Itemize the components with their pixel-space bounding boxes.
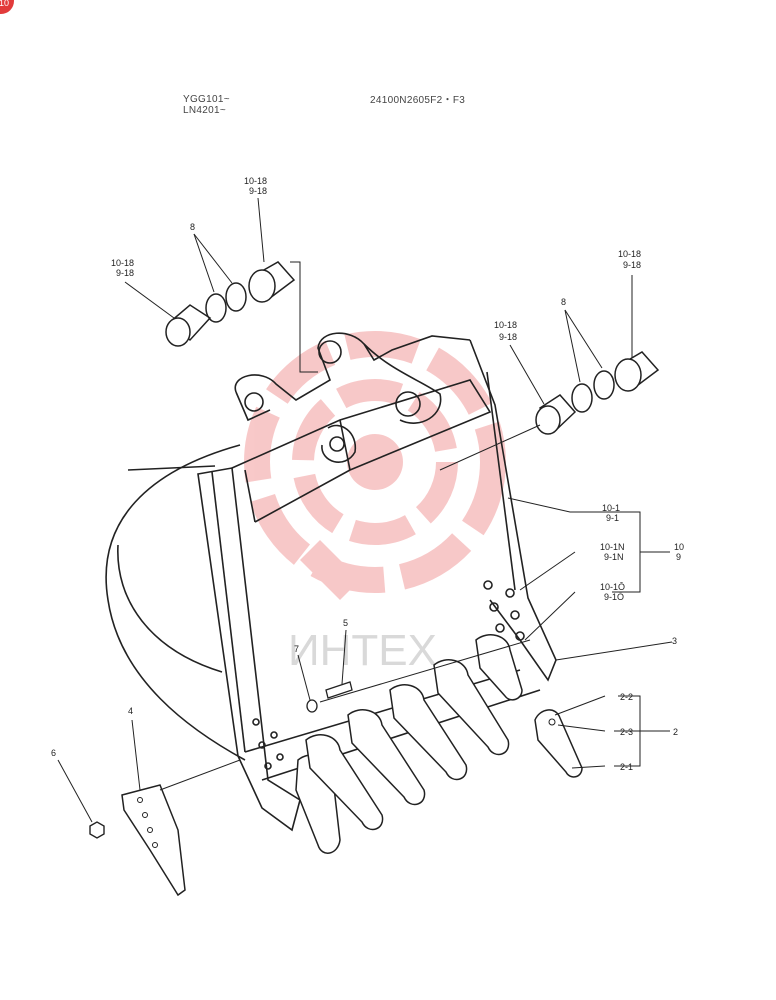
ring-left-2 xyxy=(225,282,247,312)
callout-bucket-1-b: 9-1 xyxy=(606,513,619,523)
drawing-number: 24100N2605F2・F3 xyxy=(370,95,466,106)
callout-pin-mid-b: 9-18 xyxy=(499,332,517,342)
pin-mid xyxy=(535,394,577,435)
serial-line-2: LN4201~ xyxy=(183,105,226,116)
callout-washer: 7 xyxy=(294,644,299,654)
callout-pin-top: 10-18 xyxy=(244,176,267,186)
callout-bucket-1n: 10-1N xyxy=(600,542,625,552)
callout-pin-mid: 10-18 xyxy=(494,320,517,330)
bucket-body xyxy=(105,332,557,832)
callout-tooth-21: 2-1 xyxy=(620,762,633,772)
washer xyxy=(306,699,318,713)
side-cutter-holes xyxy=(137,797,158,848)
tooth-6 xyxy=(475,634,523,701)
callout-tooth-group: 2 xyxy=(673,727,678,737)
callout-tooth-22: 2-2 xyxy=(620,692,633,702)
ring-right-2 xyxy=(593,370,615,400)
callout-group-10: 10 xyxy=(674,542,684,552)
bucket-teeth xyxy=(295,634,523,854)
callout-pin-left-b: 9-18 xyxy=(116,268,134,278)
tooth-4 xyxy=(389,684,468,781)
callout-adapter: 3 xyxy=(672,636,677,646)
spare-tooth-pin-hole xyxy=(548,718,556,726)
callout-bolt: 5 xyxy=(343,618,348,628)
tooth-5 xyxy=(433,659,510,756)
serial-range: YGG101~ LN4201~ xyxy=(183,94,230,116)
watermark-text: ИНТЕХ xyxy=(288,626,437,675)
pin-right xyxy=(614,351,660,392)
ring-right-1 xyxy=(571,383,593,413)
ring-left-1 xyxy=(205,293,227,323)
callout-bucket-1n-b: 9-1N xyxy=(604,552,624,562)
callout-labels: 10-18 9-18 10-18 9-18 8 10-18 9-18 8 10-… xyxy=(51,176,684,772)
watermark-logo xyxy=(244,331,506,600)
pin-left xyxy=(165,304,212,347)
callout-bucket-1: 10-1 xyxy=(602,503,620,513)
callout-side-cutter: 4 xyxy=(128,706,133,716)
callout-ring-right: 8 xyxy=(561,297,566,307)
callout-tooth-23: 2-3 xyxy=(620,727,633,737)
callout-bucket-10: 10-1Ō xyxy=(600,582,625,592)
callout-pin-right: 10-18 xyxy=(618,249,641,259)
callout-pin-left: 10-18 xyxy=(111,258,134,268)
callout-group-9: 9 xyxy=(676,552,681,562)
nut xyxy=(89,821,105,839)
callout-pin-right-b: 9-18 xyxy=(623,260,641,270)
leader-lines xyxy=(57,197,673,823)
spare-tooth xyxy=(534,709,583,778)
callout-bucket-10-b: 9-1Ō xyxy=(604,592,624,602)
callout-ring-left: 8 xyxy=(190,222,195,232)
bolt xyxy=(325,681,353,699)
tooth-3 xyxy=(347,709,426,806)
pins-and-rings xyxy=(165,261,660,435)
pin-top xyxy=(248,261,296,303)
tooth-2 xyxy=(305,734,384,831)
callout-nut: 6 xyxy=(51,748,56,758)
callout-pin-top-b: 9-18 xyxy=(249,186,267,196)
serial-line-1: YGG101~ xyxy=(183,94,230,105)
side-cutter xyxy=(121,784,186,897)
